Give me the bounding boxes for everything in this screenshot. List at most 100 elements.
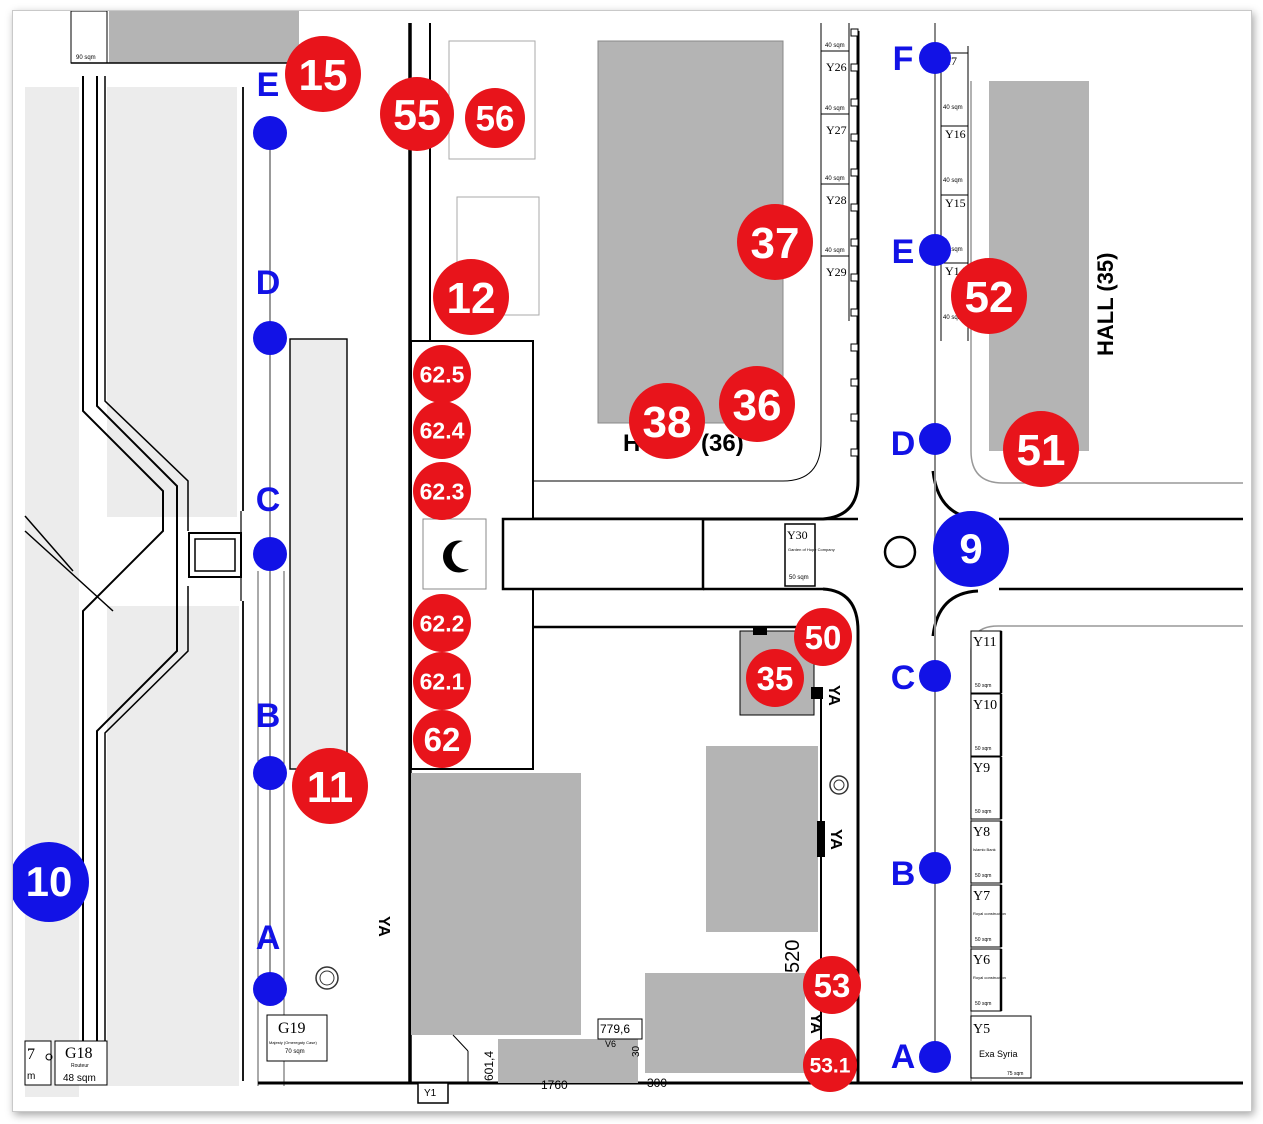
booth-y30-code: Y30	[787, 528, 808, 542]
crescent-box	[422, 518, 487, 590]
walkway-inner-right	[104, 76, 189, 531]
red-marker-12[interactable]: 12	[433, 259, 509, 335]
red-marker-circle	[380, 77, 454, 151]
booth-code: Y29	[826, 265, 847, 279]
red-marker-label: 55	[393, 91, 441, 139]
blue-marker-label: 9	[959, 525, 982, 572]
red-marker-circle	[413, 462, 471, 520]
booth-g19-name: Majesty (Omeregaty Case)	[269, 1040, 317, 1045]
red-marker-circle	[629, 383, 705, 459]
gate-dot-left-e[interactable]	[253, 116, 287, 150]
crescent-icon	[443, 540, 469, 573]
door-mark	[817, 821, 825, 857]
red-marker-50[interactable]: 50	[794, 608, 852, 666]
red-marker-35[interactable]: 35	[746, 649, 804, 707]
hall-35-border	[970, 81, 1243, 484]
red-marker-label: 56	[476, 100, 515, 139]
red-marker-label: 12	[447, 274, 496, 323]
gate-right-c: C	[891, 659, 916, 697]
left-blocks: 90 sqm	[24, 11, 348, 1097]
booth-7-size: m	[27, 1071, 35, 1082]
red-marker-label: 62.5	[420, 361, 465, 387]
red-marker-37[interactable]: 37	[737, 204, 813, 280]
dim-30: 30	[631, 1045, 642, 1057]
lower-middle: 779,6 30 V6 601,4 1760 300 520 Y1	[411, 627, 849, 1104]
blue-marker-circle	[13, 842, 89, 922]
gate-dot-left-b[interactable]	[253, 756, 287, 790]
road-marks: YA YA YA YA	[375, 685, 844, 1034]
road-corner	[931, 589, 979, 637]
gate-dot-right-f[interactable]	[919, 42, 951, 74]
red-marker-circle	[951, 258, 1027, 334]
gate-dot-right-b[interactable]	[919, 852, 951, 884]
red-marker-51[interactable]: 51	[1003, 411, 1079, 487]
gate-dot-left-a[interactable]	[253, 972, 287, 1006]
gate-right-a: A	[891, 1038, 916, 1076]
red-marker-11[interactable]: 11	[292, 748, 368, 824]
stall-square	[850, 343, 859, 352]
red-marker-label: 38	[643, 398, 692, 447]
gate-left-e: E	[257, 66, 280, 104]
block-left-upper	[107, 87, 237, 517]
red-marker-38[interactable]: 38	[629, 383, 705, 459]
red-marker-53[interactable]: 53	[803, 956, 861, 1014]
booth-top-left	[70, 11, 108, 64]
booth-name: Islamic Bank	[973, 847, 996, 852]
dim-7796: 779,6	[600, 1022, 630, 1036]
gate-dot-right-d[interactable]	[919, 423, 951, 455]
stall-square	[850, 63, 859, 72]
red-marker-52[interactable]: 52	[951, 258, 1027, 334]
block-far-left	[25, 87, 79, 1097]
building-top-left	[109, 11, 299, 63]
red-marker-15[interactable]: 15	[285, 36, 361, 112]
red-marker-36[interactable]: 36	[719, 366, 795, 442]
gate-right-b: B	[891, 855, 916, 893]
red-marker-circle	[413, 345, 471, 403]
booth-code: Y9	[973, 761, 990, 776]
red-marker-62-4[interactable]: 62.4	[413, 401, 471, 459]
walkway-outer-left	[82, 76, 164, 1081]
red-marker-circle	[413, 652, 471, 710]
red-marker-label: 11	[307, 763, 354, 812]
blue-marker-circle	[933, 511, 1009, 587]
red-marker-53-1[interactable]: 53.1	[803, 1038, 857, 1092]
red-marker-label: 62.1	[420, 668, 465, 694]
booth-code: Y11	[973, 635, 997, 650]
booth-size: 50 sqm	[975, 809, 991, 815]
red-marker-62[interactable]: 62	[413, 710, 471, 768]
gate-left-a: A	[256, 919, 281, 957]
road-mark: YA	[807, 1013, 824, 1034]
red-marker-62-5[interactable]: 62.5	[413, 345, 471, 403]
fountain-symbol	[829, 775, 849, 795]
booth-code: Y26	[826, 60, 847, 74]
blue-marker-10[interactable]: 10	[13, 842, 89, 922]
gate-dot-right-e[interactable]	[919, 234, 951, 266]
red-marker-label: 62	[424, 721, 461, 758]
booth-code: Y8	[973, 825, 990, 840]
red-marker-56[interactable]: 56	[465, 88, 525, 148]
red-marker-label: 53.1	[810, 1055, 851, 1078]
booth-size: 40 sqm	[943, 247, 963, 253]
stall-square	[850, 413, 859, 422]
gate-dot-left-d[interactable]	[253, 321, 287, 355]
red-marker-55[interactable]: 55	[380, 77, 454, 151]
booth-top-left-size: 90 sqm	[76, 55, 96, 61]
gate-dot-right-a[interactable]	[919, 1041, 951, 1073]
booth-size: 40 sqm	[943, 105, 963, 111]
kiosk-inner	[194, 538, 236, 572]
booth-size: 50 sqm	[975, 746, 991, 752]
blue-marker-9[interactable]: 9	[933, 511, 1009, 587]
red-marker-62-1[interactable]: 62.1	[413, 652, 471, 710]
red-marker-62-3[interactable]: 62.3	[413, 462, 471, 520]
stall-square	[850, 378, 859, 387]
red-marker-62-2[interactable]: 62.2	[413, 594, 471, 652]
building-lower-left	[411, 773, 581, 1035]
gate-dot-left-c[interactable]	[253, 537, 287, 571]
gate-dot-right-c[interactable]	[919, 660, 951, 692]
